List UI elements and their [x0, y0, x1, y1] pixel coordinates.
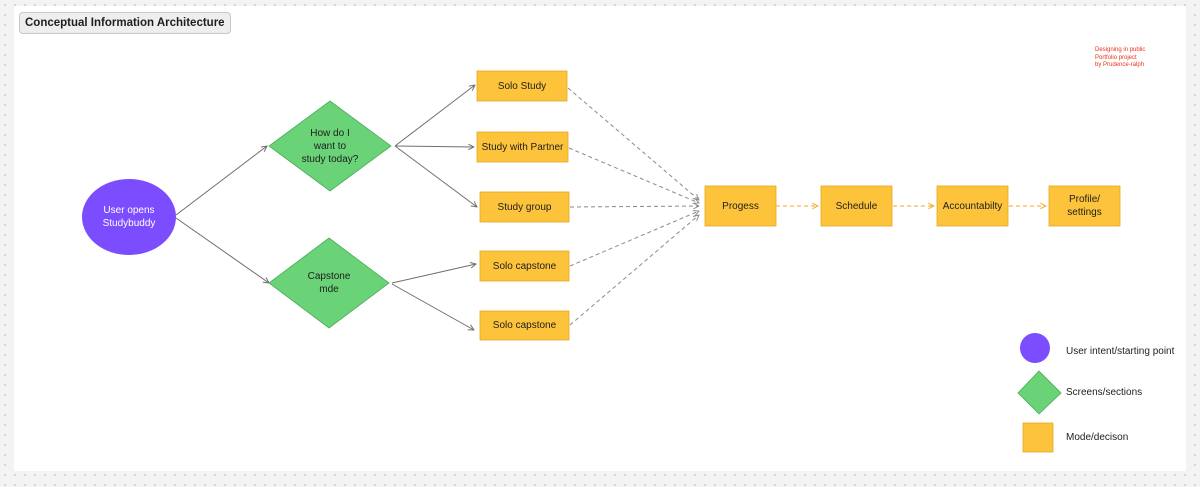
connector-decision-1-to-solo-study[interactable] — [394, 85, 475, 147]
connector-decision-1-to-study-partner[interactable] — [394, 146, 474, 147]
decision-label-capstone: Capstone mde — [307, 271, 351, 295]
mode-label-study-group: Study group — [497, 201, 552, 213]
legend-label-screens: Screens/sections — [1066, 387, 1143, 398]
note-line: by Prudence-ralph — [1095, 62, 1145, 69]
screen-label-profile: Profile/ settings — [1067, 194, 1102, 218]
screen-label-schedule: Schedule — [835, 200, 878, 212]
page-title[interactable]: Conceptual Information Architecture — [19, 12, 231, 34]
connector-decision-2-to-capstone-1[interactable] — [391, 264, 476, 284]
dashed-connector-study-group[interactable] — [569, 206, 699, 207]
legend-label-mode: Mode/decison — [1066, 432, 1129, 443]
mode-label-solo-study: Solo Study — [497, 80, 547, 92]
dashed-connector-capstone-2[interactable] — [569, 215, 699, 326]
screen-box-accountability[interactable] — [936, 185, 1009, 227]
start-node-circle[interactable] — [82, 179, 176, 255]
screen-box-progress[interactable] — [704, 185, 777, 227]
mode-label-solo-capstone-1: Solo capstone — [492, 260, 557, 272]
screen-box-schedule[interactable] — [820, 185, 893, 227]
start-node-label: User opens Studybuddy — [102, 205, 156, 229]
mode-box-solo-capstone-1[interactable] — [479, 250, 570, 282]
connector-decision-2-to-capstone-2[interactable] — [391, 283, 474, 330]
mode-label-study-partner: Study with Partner — [481, 141, 564, 153]
dashed-connector-solo-study[interactable] — [567, 87, 699, 200]
screen-label-progress: Progess — [722, 200, 759, 212]
connector-start-to-decision-1[interactable] — [175, 146, 267, 216]
legend-square-icon — [1022, 422, 1054, 453]
annotation-note[interactable]: Designing in public Portfolio project by… — [1095, 47, 1145, 70]
legend-label-start: User intent/starting point — [1066, 346, 1175, 357]
mode-label-solo-capstone-2: Solo capstone — [492, 320, 557, 331]
decision-label-study: How do I want to study today? — [301, 127, 359, 165]
connector-start-to-decision-2[interactable] — [175, 217, 269, 283]
canvas-board — [14, 6, 1186, 471]
note-line: Portfolio project — [1095, 54, 1137, 61]
connector-decision-1-to-study-group[interactable] — [394, 145, 477, 207]
mode-box-study-group[interactable] — [479, 191, 570, 223]
decision-diamond-study[interactable] — [268, 100, 392, 192]
dashed-connector-study-partner[interactable] — [568, 147, 699, 203]
mode-box-solo-study[interactable] — [476, 70, 568, 102]
screen-box-profile[interactable] — [1048, 185, 1121, 227]
legend-circle-icon — [1020, 333, 1050, 363]
mode-box-solo-capstone-2[interactable] — [479, 310, 570, 341]
decision-diamond-capstone[interactable] — [268, 237, 390, 329]
screen-label-accountability: Accountabilty — [942, 200, 1003, 212]
dashed-connector-capstone-1[interactable] — [569, 211, 699, 267]
mode-box-study-partner[interactable] — [476, 131, 569, 163]
note-line: Designing in public — [1095, 47, 1146, 53]
legend-diamond-icon — [1017, 370, 1062, 415]
